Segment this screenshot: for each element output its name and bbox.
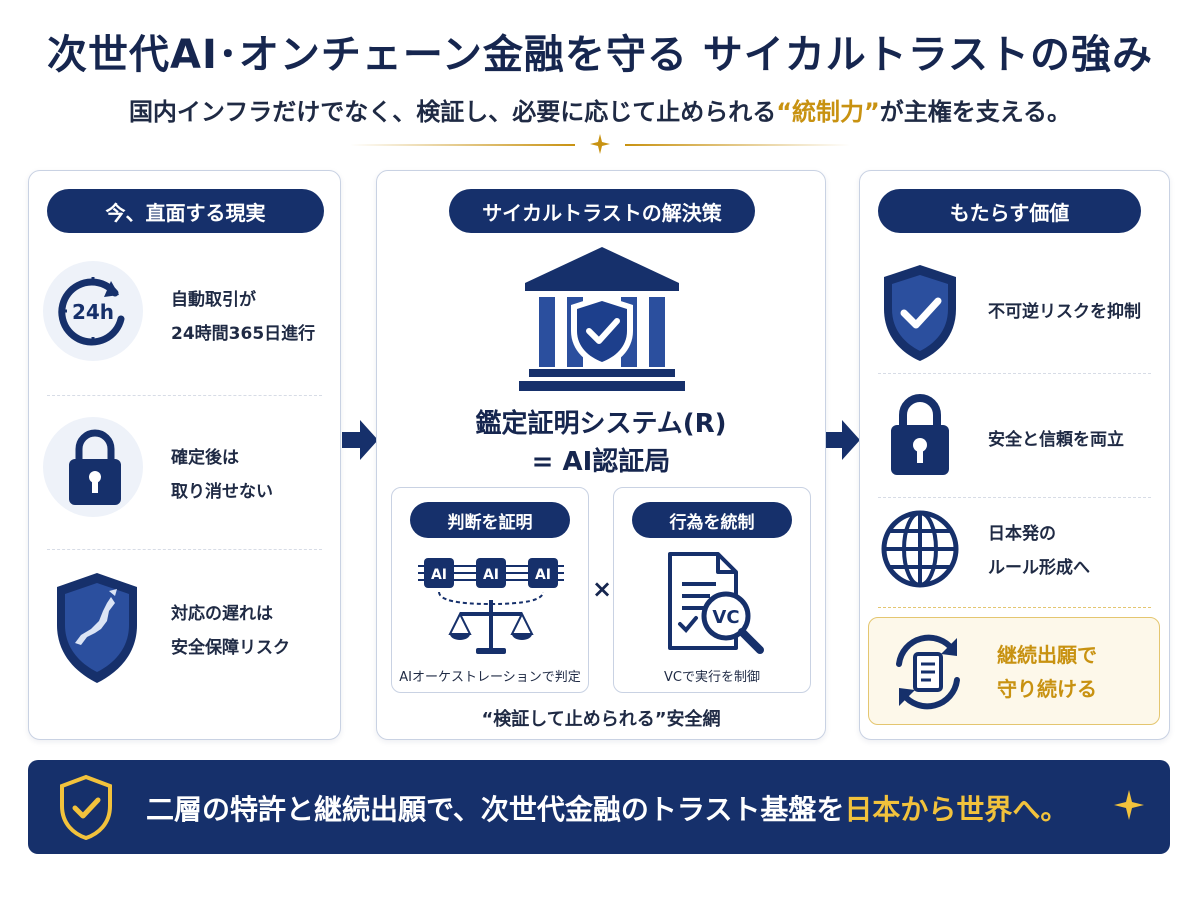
value-panel: もたらす価値 不可逆リスクを抑制 安全と信頼を両立 日本発の ルール形成へ [859,170,1170,740]
subtitle-text: 国内インフラだけでなく、検証し、必要に応じて止められる [128,98,777,126]
ai-scale-icon: AI AI AI [418,558,564,654]
flow-arrow-icon [342,420,378,460]
judgment-caption: AIオーケストレーションで判定 [399,670,581,685]
value-header: もたらす価値 [878,189,1141,233]
banner-message: 二層の特許と継続出願で、次世代金融のトラスト基盤を日本から世界へ。 [146,788,1068,828]
separator [47,395,322,396]
separator [47,549,322,550]
japan-shield-icon [57,573,137,683]
control-caption: VCで実行を制御 [664,670,760,685]
current-reality-header: 今、直面する現実 [47,189,324,233]
shield-check-icon [60,774,112,840]
bank-shield-icon [519,247,685,391]
reality-item-2-line1: 確定後は [171,448,239,468]
bottom-banner: 二層の特許と継続出願で、次世代金融のトラスト基盤を日本から世界へ。 [28,760,1170,854]
safety-net-caption: “検証して止められる”安全網 [481,709,721,730]
banner-accent: 日本から世界へ。 [844,793,1069,826]
lock-icon [69,429,121,505]
reality-item-1-line1: 自動取引が [171,290,256,310]
lock-icon [891,394,949,475]
separator [878,497,1151,498]
vc-badge: VC [712,607,739,628]
value-item-3-line1: 日本発の [988,524,1056,544]
system-role: = AI認証局 [531,447,671,477]
separator [878,373,1151,374]
renew-document-icon [896,634,960,710]
judgment-box: 判断を証明 AI AI AI [391,487,589,693]
banner-text: 二層の特許と継続出願で、次世代金融のトラスト基盤を [146,793,845,826]
continuous-filing-text: 継続出願で 守り続ける [997,638,1097,706]
control-box: 行為を統制 VC VCで実行を制御 [613,487,811,693]
times-symbol: × [591,575,613,603]
24h-clock-icon: 24h [58,277,125,346]
reality-item-2-text: 確定後は 取り消せない [171,441,273,509]
value-item-1-text: 不可逆リスクを抑制 [988,302,1141,322]
system-name: 鑑定証明システム(R) [475,409,727,439]
shield-check-icon [884,265,956,361]
vc-document-icon: VC [668,552,764,654]
title-divider [350,134,850,154]
ai-chip-3: AI [535,567,551,583]
reality-item-3-line2: 安全保障リスク [171,638,290,658]
globe-icon [881,510,959,588]
ai-chip-1: AI [431,567,447,583]
continuous-filing-line2: 守り続ける [997,677,1097,701]
page-subtitle: 国内インフラだけでなく、検証し、必要に応じて止められる“統制力”が主権を支える。 [0,92,1200,127]
continuous-filing-box: 継続出願で 守り続ける [868,617,1160,725]
flow-arrow-icon [824,420,860,460]
reality-item-1-text: 自動取引が 24時間365日進行 [171,283,315,351]
sparkle-icon [1114,790,1144,820]
reality-item-1-line2: 24時間365日進行 [171,324,316,344]
continuous-filing-line1: 継続出願で [997,643,1097,667]
subtitle-accent: “統制力” [776,98,880,126]
sparkle-icon [590,134,610,154]
page-title: 次世代AI･オンチェーン金融を守る サイカルトラストの強み [47,32,1153,78]
judgment-label: 判断を証明 [410,502,570,538]
current-reality-panel: 今、直面する現実 24h 自動取引が 24時間365日進行 確定後は 取り消せな… [28,170,341,740]
control-label: 行為を統制 [632,502,792,538]
reality-item-2-line2: 取り消せない [171,482,273,502]
separator [878,607,1151,608]
clock-label: 24h [72,300,114,324]
reality-item-3-line1: 対応の遅れは [171,604,273,624]
value-item-3-line2: ルール形成へ [988,558,1090,578]
solution-panel: サイカルトラストの解決策 鑑定証明システム(R) = AI認証局 判断を証明 [376,170,826,740]
solution-header: サイカルトラストの解決策 [449,189,755,233]
value-item-2-text: 安全と信頼を両立 [988,430,1124,450]
ai-chip-2: AI [483,567,499,583]
subtitle-end: が主権を支える。 [879,98,1072,126]
value-item-3-text: 日本発の ルール形成へ [988,517,1090,585]
reality-item-3-text: 対応の遅れは 安全保障リスク [171,597,290,665]
